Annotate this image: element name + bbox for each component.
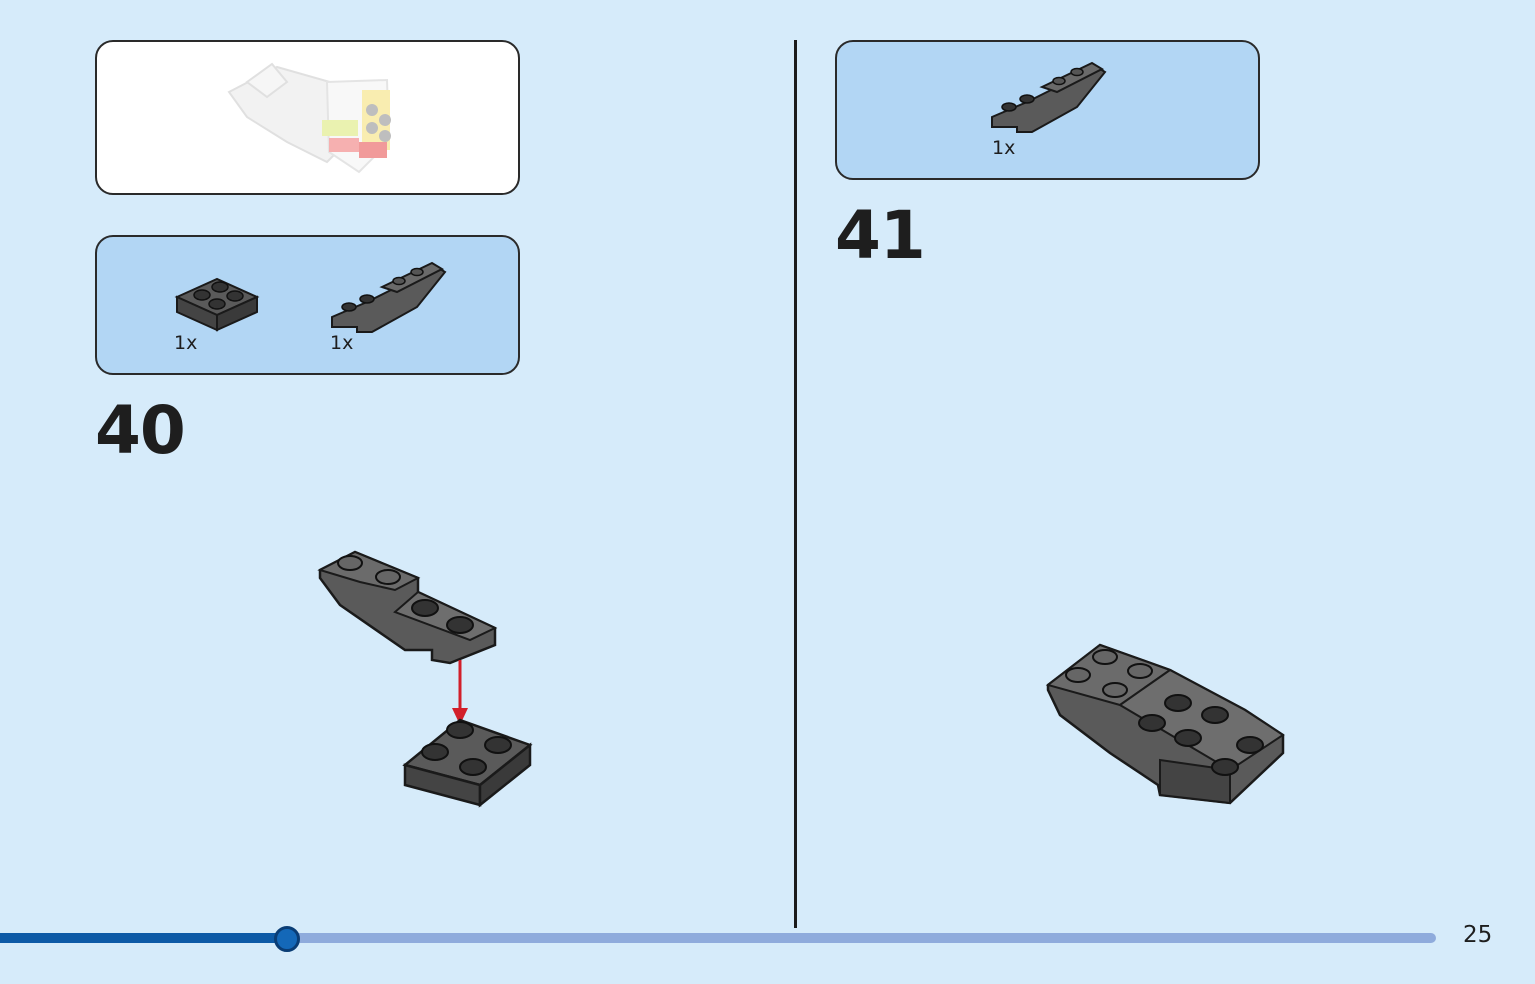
submodel-preview-image [227, 62, 391, 174]
submodel-preview-box [95, 40, 520, 195]
page-divider [794, 40, 797, 928]
part-quantity-plate: 1x [174, 332, 198, 354]
page-number: 25 [1463, 922, 1493, 948]
parts-list-box-step-41: 1x [835, 40, 1260, 180]
step-40-build-illustration [317, 550, 533, 808]
step-number-40: 40 [95, 392, 186, 469]
progress-fill [0, 933, 288, 943]
step-number-41: 41 [835, 197, 926, 274]
step-41-build-illustration [1045, 643, 1285, 805]
plate-2x2-part-icon [174, 277, 260, 332]
curved-slope-part-icon [991, 61, 1107, 133]
curved-slope-part-icon [331, 261, 447, 333]
part-quantity-slope: 1x [992, 137, 1016, 159]
part-quantity-slope: 1x [330, 332, 354, 354]
progress-indicator-knob[interactable] [274, 926, 301, 952]
progress-track [0, 933, 1436, 943]
parts-list-box-step-40: 1x 1x [95, 235, 520, 375]
